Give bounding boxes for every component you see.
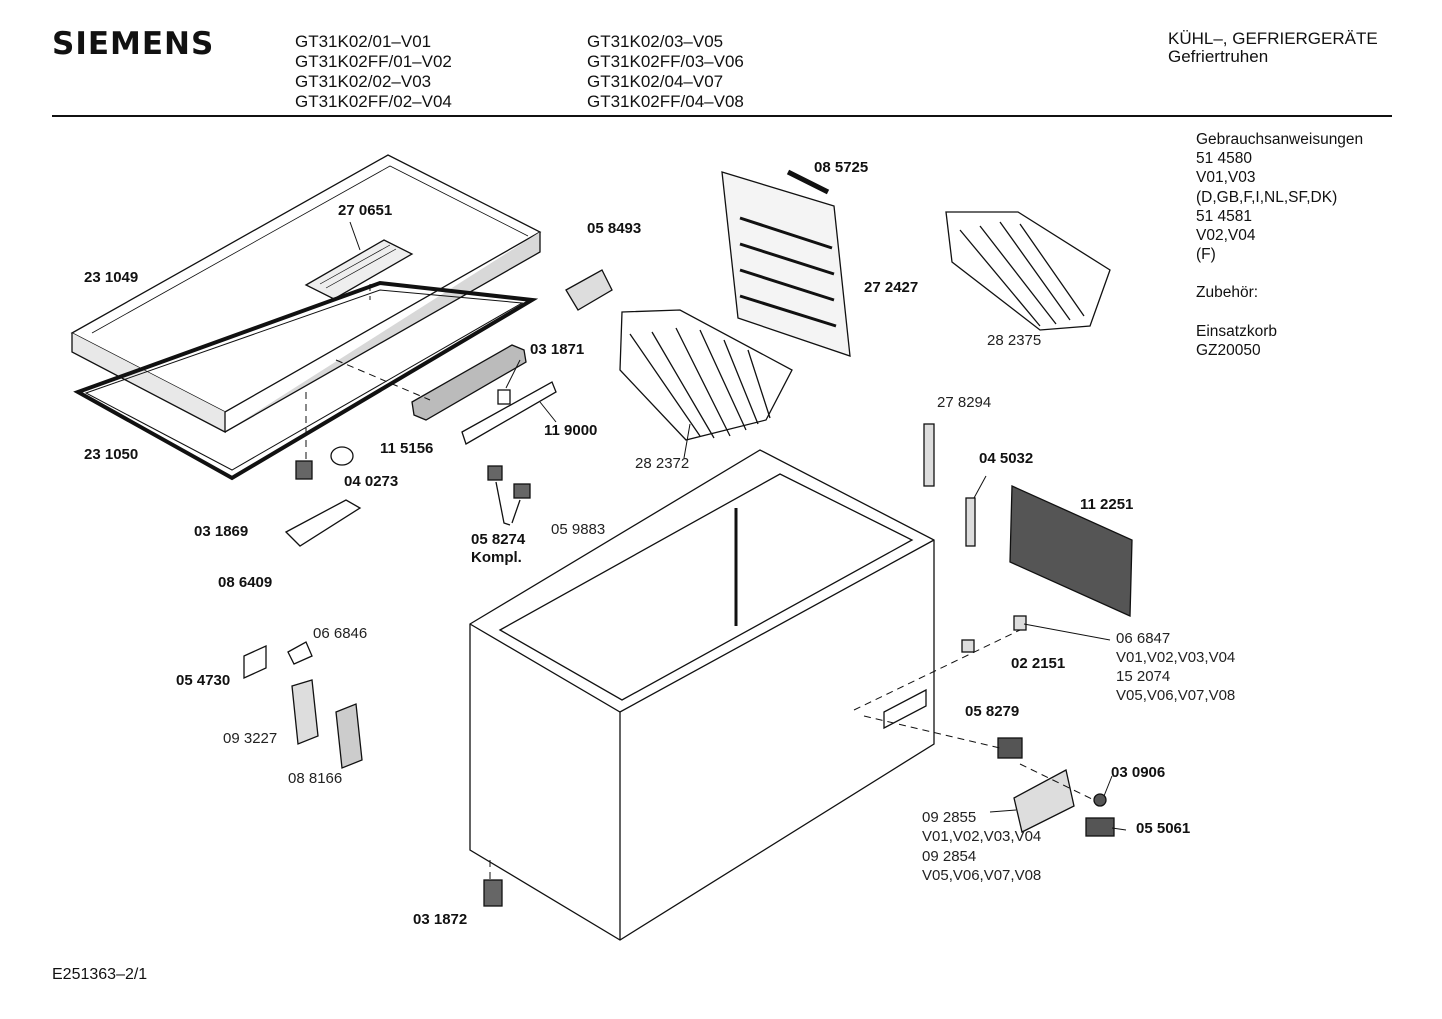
- thermostat-shape: [997, 737, 1023, 759]
- part-label: 08 8166: [288, 770, 343, 787]
- hinge-cover-shape: [243, 644, 267, 680]
- part-label: 15 2074: [1116, 668, 1171, 685]
- part-label: 06 6846: [313, 625, 368, 642]
- model-item: GT31K02FF/02–V04: [295, 92, 452, 111]
- part-label: Kompl.: [471, 549, 522, 566]
- part-label: 02 2151: [1011, 655, 1066, 672]
- lamp-shape: [330, 446, 354, 466]
- sidebar-line: GZ20050: [1196, 341, 1261, 359]
- part-031871-shape: [497, 389, 511, 405]
- leader-lines: [349, 221, 1127, 831]
- part-label: 05 4730: [176, 672, 231, 689]
- part-label: 03 1869: [194, 523, 249, 540]
- category-block: KÜHL–, GEFRIERGERÄTE Gefriertruhen: [1168, 30, 1378, 66]
- part-label: 03 1872: [413, 911, 468, 928]
- category-title: KÜHL–, GEFRIERGERÄTE: [1168, 29, 1378, 48]
- part-label: 28 2372: [635, 455, 690, 472]
- sidebar-line: (D,GB,F,I,NL,SF,DK): [1196, 188, 1338, 206]
- control-plate-shape: [1013, 769, 1075, 833]
- lid: [70, 154, 542, 434]
- part-label: 05 5061: [1136, 820, 1191, 837]
- handle: [411, 344, 557, 445]
- tube-shape: [786, 169, 830, 195]
- sidebar-line: (F): [1196, 246, 1216, 264]
- lamp-holder-shape: [961, 639, 975, 653]
- part-label: 27 2427: [864, 279, 919, 296]
- model-list-2: GT31K02/03–V05 GT31K02FF/03–V06 GT31K02/…: [587, 32, 744, 112]
- part-label: 03 1871: [530, 341, 585, 358]
- part-label: 05 8274: [471, 531, 526, 548]
- model-item: GT31K02FF/03–V06: [587, 52, 744, 71]
- condenser-grille: [1009, 485, 1133, 617]
- part-label: 08 5725: [814, 159, 869, 176]
- sidebar-info: Gebrauchsanweisungen 51 4580 V01,V03 (D,…: [1196, 130, 1363, 360]
- switch-shape: [1085, 817, 1115, 837]
- part-label: 09 2855: [922, 809, 977, 826]
- hinge-bracket-shape: [291, 679, 319, 745]
- model-list-1: GT31K02/01–V01 GT31K02FF/01–V02 GT31K02/…: [295, 32, 452, 112]
- part-label: 28 2375: [987, 332, 1042, 349]
- part-label: V01,V02,V03,V04: [1116, 649, 1236, 666]
- knob-shape: [1093, 793, 1107, 807]
- part-label: 09 3227: [223, 730, 278, 747]
- part-label: V05,V06,V07,V08: [1116, 687, 1236, 704]
- part-label: 05 9883: [551, 521, 606, 538]
- basket-small: [945, 211, 1111, 331]
- hinge-part-shape-2: [513, 483, 531, 499]
- basket-handle-shape: [565, 269, 613, 311]
- part-label: 11 2251: [1080, 496, 1134, 513]
- door-gasket: [73, 280, 539, 481]
- part-label: 06 6847: [1116, 630, 1171, 647]
- sidebar-line: Einsatzkorb: [1196, 322, 1277, 340]
- part-label: 09 2854: [922, 848, 977, 865]
- part-label: 23 1050: [84, 446, 139, 463]
- lamp-socket-shape: [1013, 615, 1027, 631]
- sidebar-line: 51 4581: [1196, 207, 1253, 225]
- part-label: 08 6409: [218, 574, 273, 591]
- part-label: V05,V06,V07,V08: [922, 867, 1042, 884]
- sidebar-line: V02,V04: [1196, 227, 1256, 245]
- hinge-shape: [335, 703, 363, 769]
- part-label: V01,V02,V03,V04: [922, 828, 1042, 845]
- lamp-cover-shape: [284, 499, 362, 547]
- sidebar-line: Gebrauchsanweisungen: [1196, 131, 1364, 148]
- model-item: GT31K02FF/04–V08: [587, 92, 744, 111]
- drawing-code: E251363–2/1: [52, 966, 148, 983]
- dryer-shape: [965, 497, 976, 547]
- model-item: GT31K02/04–V07: [587, 72, 724, 91]
- part-031869-shape: [295, 460, 313, 480]
- part-label: 04 5032: [979, 450, 1034, 467]
- part-label: 05 8279: [965, 703, 1020, 720]
- part-label: 27 8294: [937, 394, 992, 411]
- header-divider: [52, 115, 1392, 117]
- part-label: 23 1049: [84, 269, 139, 286]
- brand-logo: SIEMENS: [52, 26, 215, 62]
- freezer-body: [469, 449, 935, 941]
- model-item: GT31K02/01–V01: [295, 32, 432, 51]
- sensor-shape: [923, 423, 935, 487]
- model-item: GT31K02/03–V05: [587, 32, 724, 51]
- sidebar-line: 51 4580: [1196, 150, 1253, 168]
- model-item: GT31K02FF/01–V02: [295, 52, 452, 71]
- part-label: 27 0651: [338, 202, 393, 219]
- divider-panel: [721, 171, 851, 357]
- part-label: 04 0273: [344, 473, 399, 490]
- part-label: 11 5156: [380, 440, 434, 457]
- part-label: 05 8493: [587, 220, 642, 237]
- pointer-lines: [495, 481, 521, 526]
- category-subtitle: Gefriertruhen: [1168, 47, 1269, 66]
- basket-large: [619, 309, 793, 441]
- assembly-lines: [305, 284, 1095, 880]
- model-item: GT31K02/02–V03: [295, 72, 432, 91]
- hinge-clip-shape: [287, 641, 313, 665]
- hinge-part-shape: [487, 465, 503, 481]
- sidebar-line: V01,V03: [1196, 169, 1256, 187]
- part-label: 03 0906: [1111, 764, 1166, 781]
- sidebar-line: Zubehör:: [1196, 284, 1259, 302]
- foot-shape: [483, 879, 503, 907]
- lid-control-panel: [304, 239, 414, 300]
- part-label: 11 9000: [544, 422, 598, 439]
